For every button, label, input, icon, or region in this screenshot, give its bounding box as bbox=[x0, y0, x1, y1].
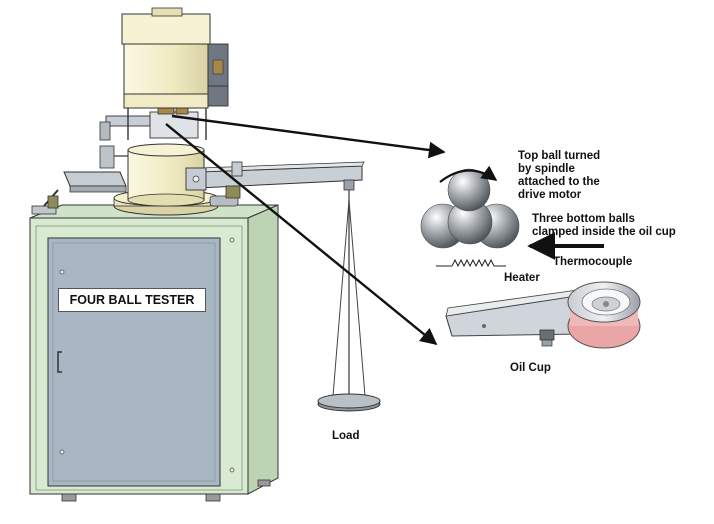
tray bbox=[63, 171, 127, 193]
arrow-to-balls bbox=[171, 114, 446, 159]
oil-cup-assembly bbox=[445, 281, 641, 349]
label-heater: Heater bbox=[504, 272, 540, 284]
top-ball bbox=[447, 168, 491, 212]
cabinet bbox=[29, 204, 279, 502]
label-thermocouple: Thermocouple bbox=[553, 256, 633, 268]
four-balls bbox=[420, 165, 520, 249]
door-handle bbox=[57, 351, 62, 373]
label-top-ball: Top ball turned by spindle attached to t… bbox=[518, 150, 601, 201]
rotation-arrow bbox=[439, 165, 498, 183]
label-oil-cup: Oil Cup bbox=[510, 362, 551, 374]
housing-fittings bbox=[99, 145, 243, 207]
label-bottom-balls: Three bottom balls clamped inside the oi… bbox=[532, 213, 676, 238]
heater-coil bbox=[436, 258, 506, 268]
cabinet-door bbox=[47, 237, 221, 487]
load-weight bbox=[317, 393, 381, 412]
arrow-to-oil-cup bbox=[165, 123, 438, 346]
motor-column bbox=[121, 7, 229, 109]
machine-name-plate: FOUR BALL TESTER bbox=[58, 288, 206, 312]
side-lever bbox=[31, 189, 59, 215]
label-load: Load bbox=[332, 430, 360, 442]
